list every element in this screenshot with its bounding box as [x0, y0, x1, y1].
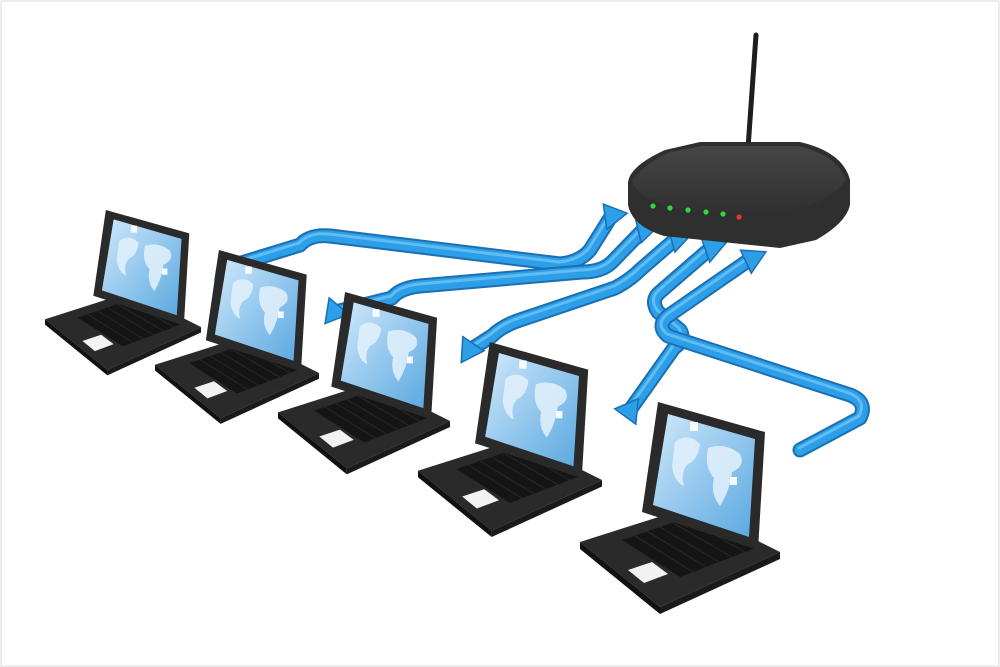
world-map-icon [357, 322, 382, 365]
key-row [479, 460, 535, 495]
arrow-head-icon [602, 202, 629, 231]
status-led-icon [685, 207, 691, 213]
document-icon [519, 360, 527, 369]
laptop-icon [418, 342, 602, 538]
arrow-head-icon [739, 249, 768, 275]
key-row [468, 464, 523, 499]
laptop-base-edge [45, 319, 108, 376]
document-icon [372, 309, 380, 317]
wifi-router-icon [628, 32, 850, 248]
key-row [324, 406, 376, 439]
world-map-icon [534, 382, 567, 438]
key-row [230, 348, 280, 378]
document-icon [690, 422, 698, 431]
laptop-base-edge [346, 421, 450, 475]
arrow-head-icon [460, 335, 486, 364]
cable-highlight [332, 224, 646, 312]
document-icon [407, 356, 414, 364]
world-map-icon [502, 374, 529, 420]
network-cable [329, 222, 651, 318]
trackpad [82, 334, 114, 352]
key-row [346, 399, 398, 430]
laptop-base-edge [491, 480, 602, 538]
document-icon [278, 311, 284, 319]
laptop-icon [45, 210, 201, 376]
document-icon [730, 477, 737, 485]
world-map-icon [672, 437, 700, 486]
key-row [210, 355, 259, 386]
cable-highlight [467, 233, 679, 350]
key-row [647, 530, 707, 568]
laptops [45, 210, 780, 614]
laptop-base-edge [418, 470, 492, 538]
arrow-head-icon [613, 397, 640, 426]
key-row [107, 307, 154, 336]
key-row [117, 303, 164, 332]
laptop-base-edge [580, 542, 660, 614]
key-row [634, 535, 694, 573]
status-led-icon [650, 203, 656, 209]
cable-highlight [659, 254, 863, 450]
laptop-base-edge [107, 327, 201, 376]
cable-highlight [222, 211, 613, 268]
key-row [491, 456, 547, 490]
key-row [199, 359, 248, 390]
router-top [632, 146, 846, 216]
document-icon [130, 225, 138, 233]
document-icon [556, 411, 563, 419]
document-icon [245, 266, 252, 274]
status-led-icon [720, 211, 726, 217]
world-map-icon [259, 286, 288, 336]
laptop-icon [580, 402, 780, 614]
laptop-base-edge [660, 552, 780, 614]
world-map-icon [143, 244, 172, 292]
laptop-icon [278, 292, 450, 475]
world-map-icon [706, 446, 742, 506]
key-row [659, 526, 720, 563]
document-icon [162, 268, 168, 275]
laptop-base-edge [220, 373, 319, 424]
laptop-icon [155, 250, 319, 424]
laptop-base-edge [278, 412, 347, 475]
cables [214, 202, 870, 458]
key-row [220, 352, 270, 382]
status-led-icon [736, 214, 742, 220]
key-row [357, 395, 409, 426]
network-cable [464, 231, 684, 356]
key-row [97, 310, 144, 340]
key-row [503, 452, 559, 485]
status-led-icon [667, 205, 673, 211]
network-cable [219, 209, 618, 274]
key-row [87, 313, 134, 343]
laptop-base-edge [155, 364, 221, 424]
trackpad [628, 562, 668, 583]
arrow-head-icon [324, 296, 351, 325]
key-row [335, 402, 387, 435]
trackpad [194, 381, 228, 399]
world-map-icon [387, 329, 418, 382]
status-led-icon [703, 209, 709, 215]
world-map-icon [230, 279, 254, 319]
world-map-icon [116, 237, 139, 276]
key-row [672, 522, 733, 558]
router-leds [650, 203, 742, 220]
